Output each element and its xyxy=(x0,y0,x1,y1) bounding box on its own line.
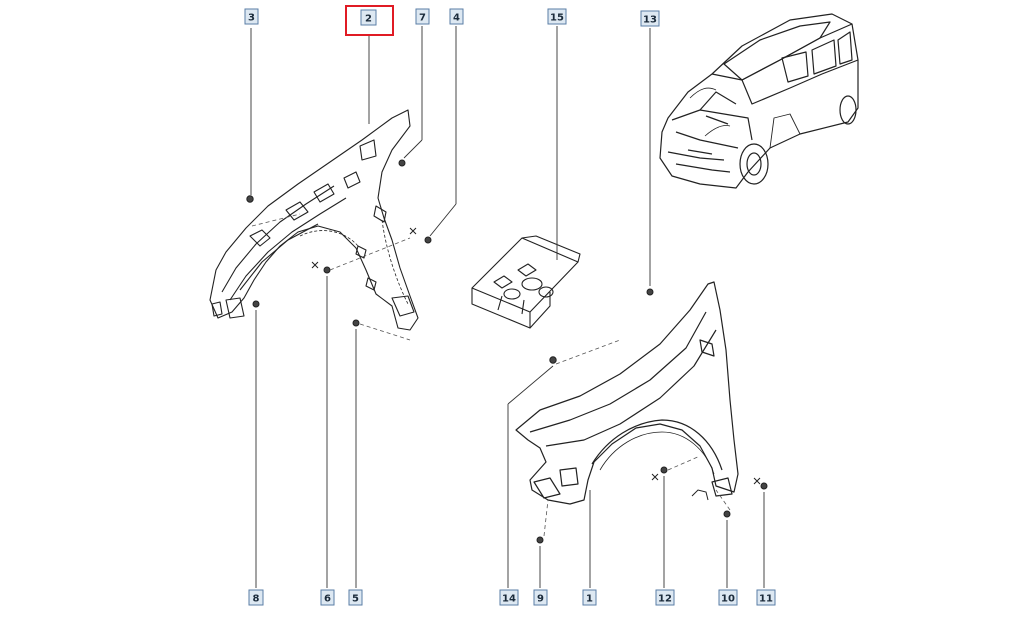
callout-number: 1 xyxy=(586,594,593,605)
callout-number: 2 xyxy=(365,14,372,25)
callout-number: 3 xyxy=(248,13,255,24)
fender-liner-drawing xyxy=(209,109,419,331)
callout-box xyxy=(415,8,430,25)
callout-box xyxy=(499,589,519,606)
callout-7[interactable]: 7 xyxy=(415,8,430,25)
callout-number: 13 xyxy=(643,15,657,26)
callout-box xyxy=(533,589,548,606)
callout-number: 14 xyxy=(502,594,516,605)
fastener-drawings xyxy=(246,159,768,544)
callout-box xyxy=(244,8,259,25)
callout-box xyxy=(320,589,335,606)
callout-number: 6 xyxy=(324,594,331,605)
callout-box xyxy=(718,589,738,606)
callout-number: 4 xyxy=(453,13,460,24)
callout-6[interactable]: 6 xyxy=(320,589,335,606)
callout-number: 11 xyxy=(759,594,773,605)
callout-box xyxy=(348,589,363,606)
callout-9[interactable]: 9 xyxy=(533,589,548,606)
callout-number: 9 xyxy=(537,594,544,605)
front-fender-drawing xyxy=(515,281,739,505)
callout-number: 5 xyxy=(352,594,359,605)
callout-box xyxy=(248,589,264,606)
callout-1[interactable]: 1 xyxy=(582,589,597,606)
callout-12[interactable]: 12 xyxy=(655,589,675,606)
callout-8[interactable]: 8 xyxy=(248,589,264,606)
clip-kit-box-drawing xyxy=(471,235,581,329)
car-illustration xyxy=(659,13,859,189)
callout-box xyxy=(449,8,464,25)
callout-11[interactable]: 11 xyxy=(756,589,776,606)
selected-callout-highlight xyxy=(345,5,394,36)
callout-number: 15 xyxy=(550,13,564,24)
callout-box xyxy=(547,8,567,25)
callout-box xyxy=(582,589,597,606)
callout-13[interactable]: 13 xyxy=(640,10,660,27)
callout-number: 7 xyxy=(419,13,426,24)
callout-box xyxy=(655,589,675,606)
callout-box xyxy=(360,9,377,26)
callout-5[interactable]: 5 xyxy=(348,589,363,606)
callout-box xyxy=(640,10,660,27)
callout-number: 12 xyxy=(658,594,672,605)
callout-box xyxy=(756,589,776,606)
callout-number: 8 xyxy=(253,594,260,605)
callout-2[interactable]: 2 xyxy=(360,9,377,26)
cross-markers xyxy=(311,227,761,485)
leader-lines xyxy=(250,26,765,588)
callout-15[interactable]: 15 xyxy=(547,8,567,25)
callout-3[interactable]: 3 xyxy=(244,8,259,25)
callout-14[interactable]: 14 xyxy=(499,589,519,606)
callout-10[interactable]: 10 xyxy=(718,589,738,606)
callout-number: 10 xyxy=(721,594,735,605)
callout-4[interactable]: 4 xyxy=(449,8,464,25)
callout-labels: 3 2 7 4 15 13 8 6 5 14 9 1 12 10 11 xyxy=(244,8,776,606)
guide-lines xyxy=(251,213,731,537)
